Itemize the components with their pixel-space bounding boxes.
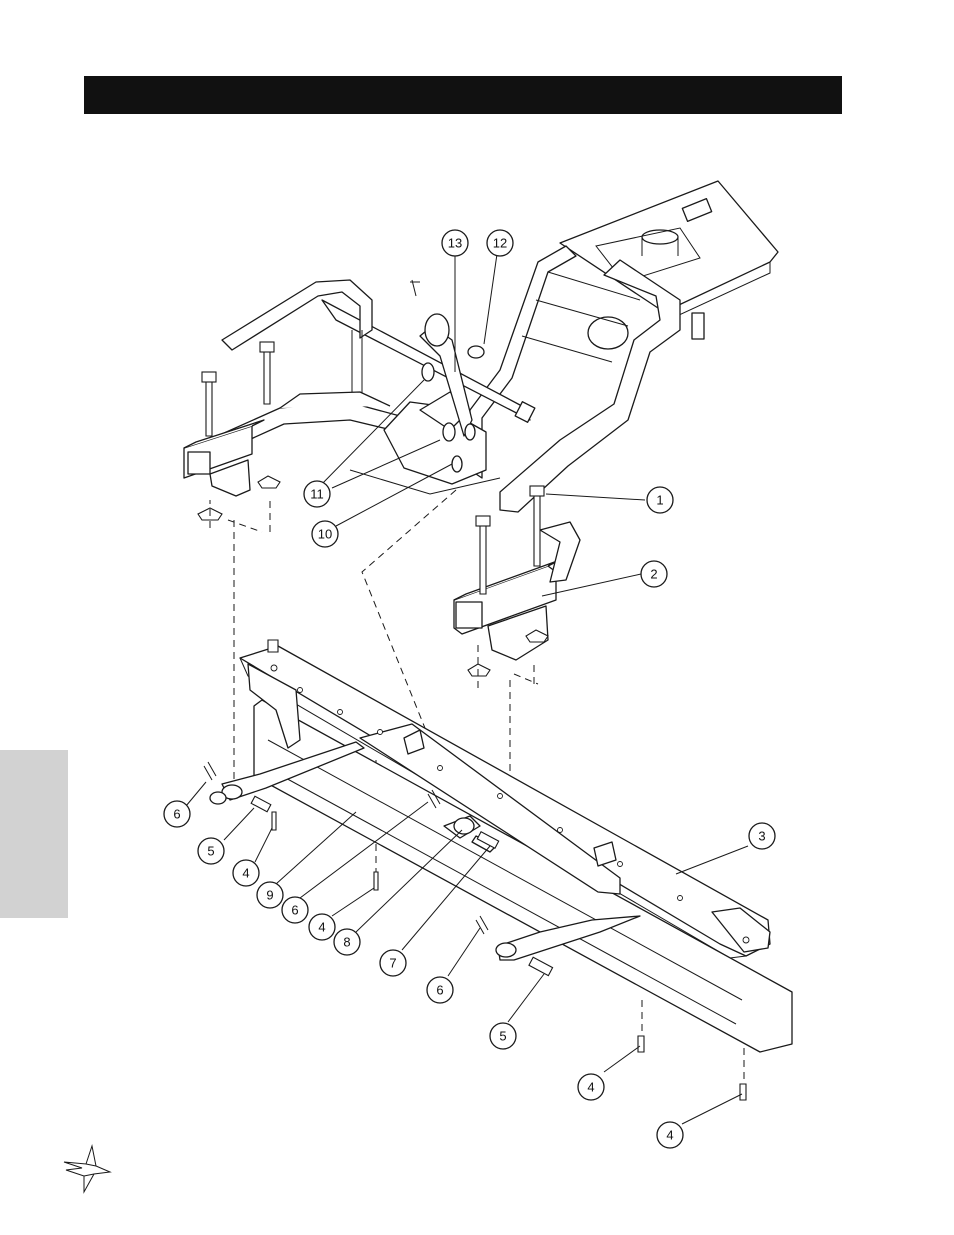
callout-number: 11 [310,487,324,502]
callout-c13a: 13 [442,230,468,256]
callout-number: 7 [389,956,396,971]
callout-c3: 3 [749,823,775,849]
callout-number: 5 [207,844,214,859]
callout-c4d: 4 [657,1122,683,1148]
callout-c10: 10 [312,521,338,547]
callout-number: 1 [656,493,663,508]
callout-c1: 1 [647,487,673,513]
callout-c8: 8 [334,929,360,955]
callout-c4a: 4 [233,860,259,886]
callout-number: 8 [343,935,350,950]
callout-c6a: 6 [164,801,190,827]
callout-number: 12 [493,236,507,251]
callout-c7: 7 [380,950,406,976]
callout-number: 4 [666,1128,673,1143]
callout-number: 13 [448,236,462,251]
tractor-frame [184,181,778,676]
callout-number: 5 [499,1029,506,1044]
callout-number: 6 [173,807,180,822]
callout-number: 6 [291,903,298,918]
callout-c12: 12 [487,230,513,256]
callout-number: 9 [266,888,273,903]
callout-c6b: 6 [282,897,308,923]
callout-number: 3 [758,829,765,844]
star-logo-icon [64,1146,110,1192]
callout-c5b: 5 [490,1023,516,1049]
callout-number: 10 [318,527,332,542]
callout-number: 4 [587,1080,594,1095]
callout-c9: 9 [257,882,283,908]
callout-number: 6 [436,983,443,998]
callout-c4c: 4 [578,1074,604,1100]
callout-number: 4 [318,920,325,935]
callout-number: 2 [650,567,657,582]
callout-c5a: 5 [198,838,224,864]
callout-number: 4 [242,866,249,881]
callout-c11: 11 [304,481,330,507]
callout-c2: 2 [641,561,667,587]
callout-c4b: 4 [309,914,335,940]
callout-c6c: 6 [427,977,453,1003]
